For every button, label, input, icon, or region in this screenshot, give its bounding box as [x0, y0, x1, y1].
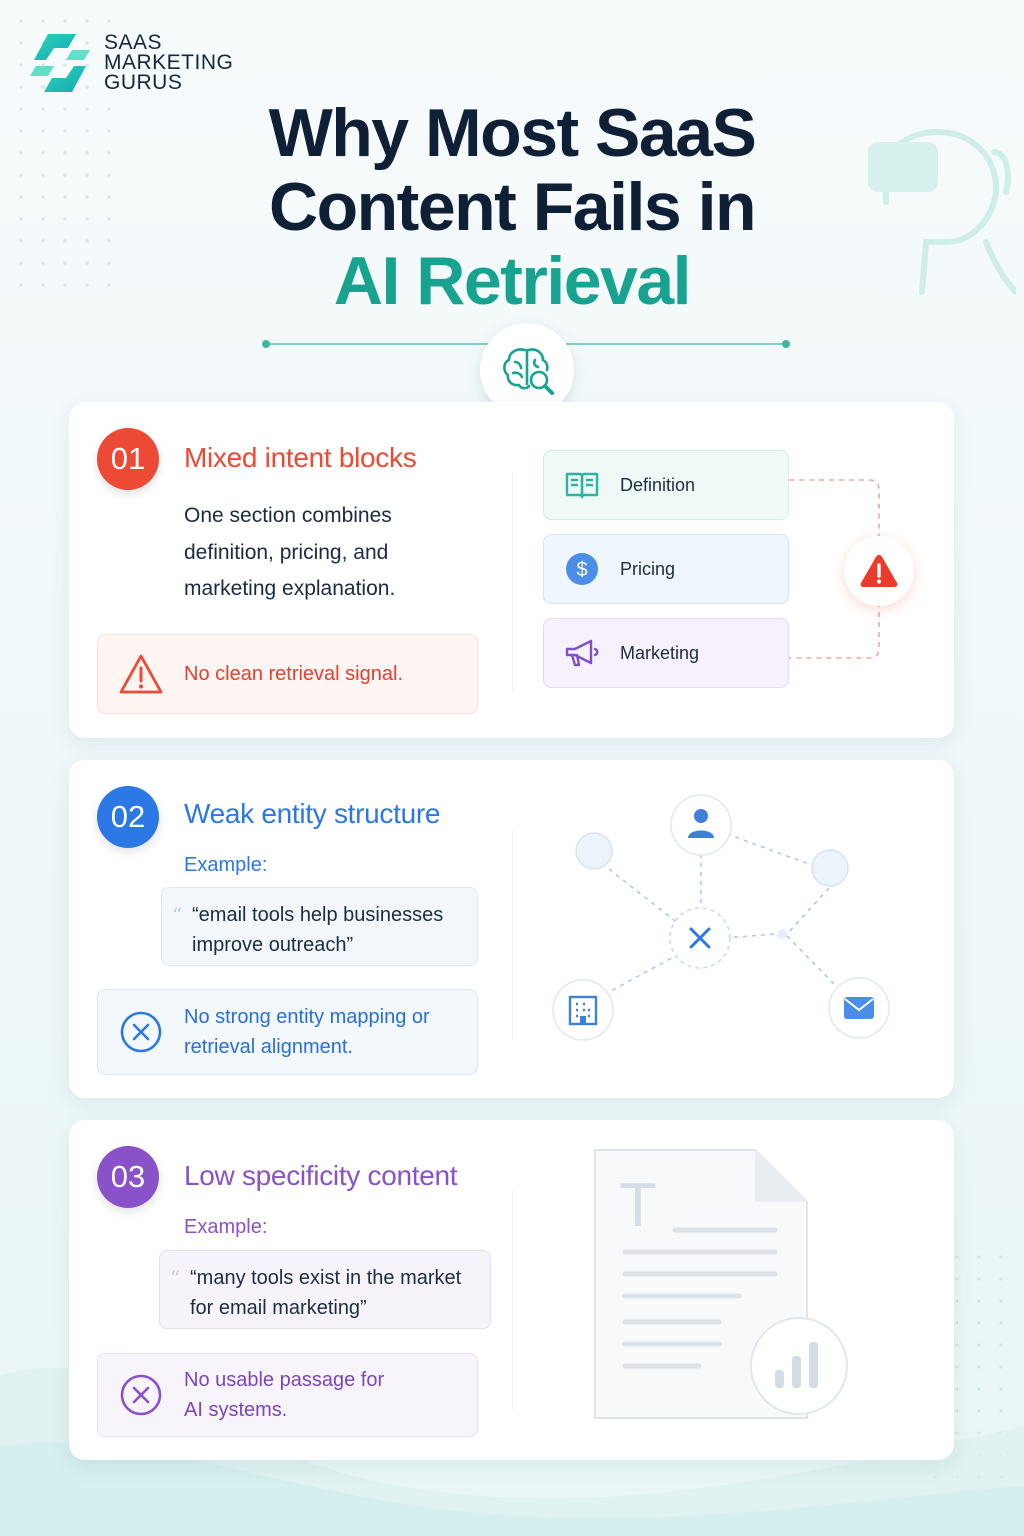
title-line-3: AI Retrieval	[333, 243, 692, 319]
card-description: One section combines definition, pricing…	[184, 504, 396, 600]
example-quote: “ “many tools exist in the market for em…	[159, 1250, 491, 1329]
title-line-2: Content Fails in	[269, 169, 757, 245]
x-circle-icon	[120, 1374, 162, 1416]
card-weak-entity: 02 Weak entity structure Example: “ “ema…	[69, 760, 954, 1098]
error-note-text: No strong entity mapping or retrieval al…	[184, 1006, 430, 1058]
x-circle-icon	[120, 1011, 162, 1053]
error-note: No strong entity mapping or retrieval al…	[97, 989, 478, 1075]
brain-search-icon	[503, 348, 554, 395]
card-number-badge: 01	[97, 428, 159, 490]
tag-definition: Definition	[543, 450, 789, 520]
tag-label: Marketing	[620, 642, 700, 663]
example-label: Example:	[184, 854, 268, 876]
user-icon	[670, 794, 732, 856]
card-mixed-intent: 01 Mixed intent blocks One section combi…	[69, 402, 954, 738]
page-title: Why Most SaaS Content Fails in AI Retrie…	[0, 96, 1024, 318]
svg-text:T: T	[619, 1171, 657, 1240]
brand-logo[interactable]: SAAS MARKETING GURUS	[28, 30, 233, 96]
card-title: Weak entity structure	[184, 798, 441, 829]
tag-label: Definition	[620, 474, 696, 495]
error-note-text: No usable passage for AI systems.	[184, 1369, 385, 1421]
brain-search-badge	[480, 323, 574, 417]
brand-name: SAAS MARKETING GURUS	[104, 31, 234, 94]
brand-mark-icon	[30, 34, 90, 92]
decorative-wave	[0, 1367, 1024, 1536]
warning-icon	[860, 555, 898, 587]
x-icon	[669, 907, 731, 969]
card-title: Mixed intent blocks	[184, 442, 417, 473]
card-number-badge: 02	[97, 786, 159, 848]
error-note: No usable passage for AI systems.	[97, 1353, 478, 1437]
tag-connector-lines	[789, 479, 880, 659]
bar-chart-icon	[750, 1317, 848, 1415]
document-icon: T	[594, 1149, 848, 1419]
card-low-specificity: 03 Low specificity content Example: “ “m…	[69, 1120, 954, 1460]
warning-triangle-icon	[119, 654, 163, 694]
mail-icon	[828, 977, 890, 1039]
building-icon	[552, 979, 614, 1041]
dollar-icon: $	[566, 553, 598, 585]
example-label: Example:	[184, 1216, 268, 1238]
headset-head-icon	[868, 129, 1016, 295]
example-quote: “ “email tools help businesses improve o…	[161, 887, 478, 966]
megaphone-icon	[565, 639, 599, 667]
book-icon	[565, 472, 599, 499]
entity-graph	[552, 794, 890, 1041]
svg-text:$: $	[576, 559, 587, 581]
alert-badge	[844, 536, 914, 606]
tag-pricing: $ Pricing	[543, 534, 789, 604]
warning-note: No clean retrieval signal.	[97, 634, 478, 714]
tag-marketing: Marketing	[543, 618, 789, 688]
warning-note-text: No clean retrieval signal.	[184, 663, 403, 685]
card-number-badge: 03	[97, 1146, 159, 1208]
title-line-1: Why Most SaaS	[268, 95, 757, 171]
decorative-dots-left	[10, 10, 120, 300]
card-title: Low specificity content	[184, 1160, 458, 1191]
tag-label: Pricing	[620, 558, 676, 579]
